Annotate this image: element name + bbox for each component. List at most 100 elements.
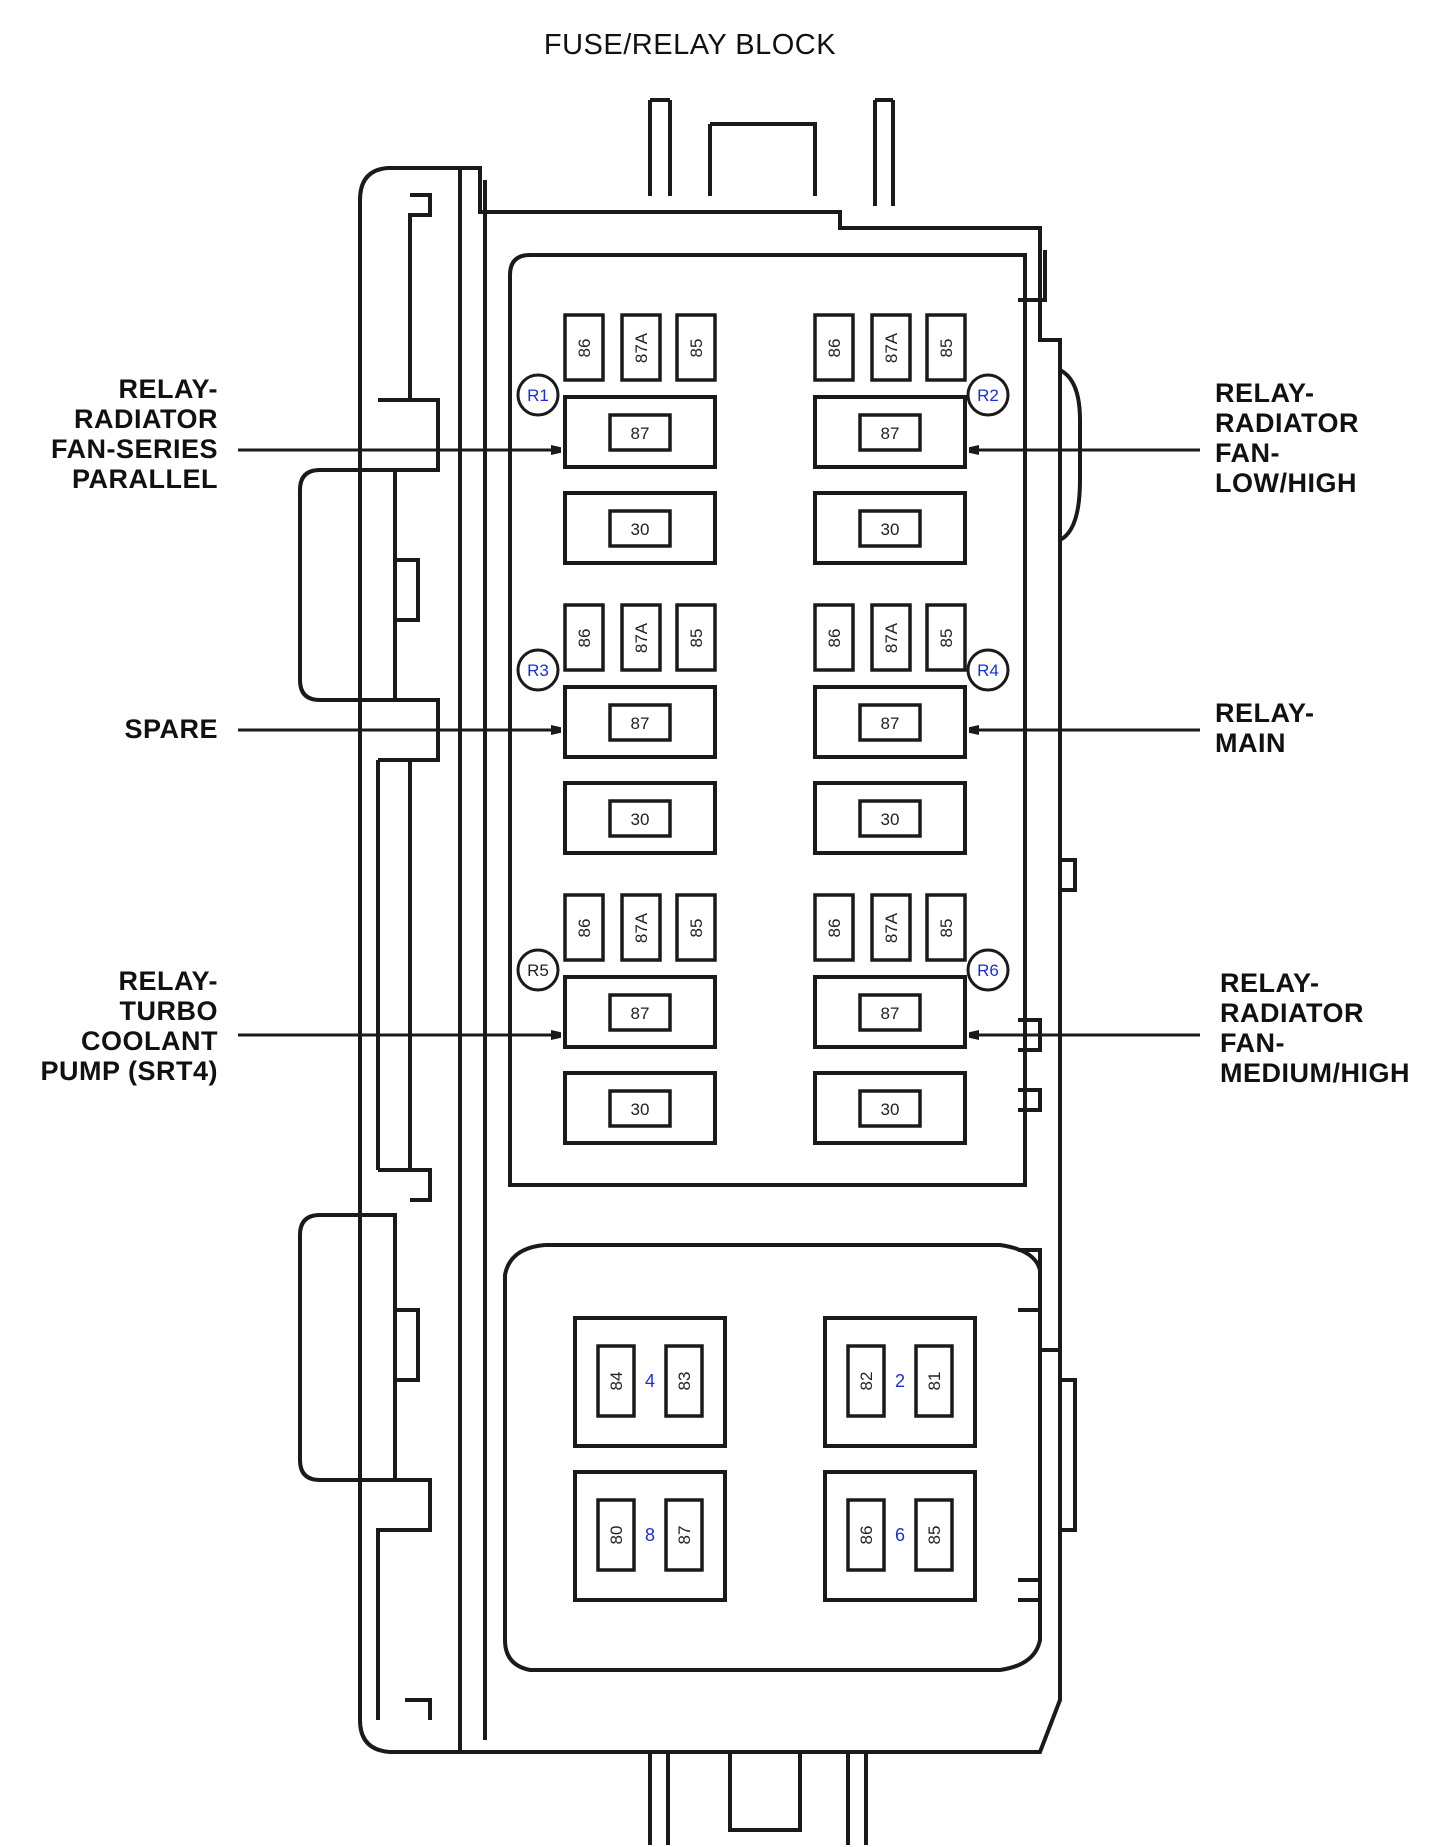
relay-tag-circle <box>516 648 560 692</box>
callout-line: FAN-SERIES <box>51 434 218 464</box>
callout-line: RELAY- <box>118 374 218 404</box>
relay-30-pin <box>858 1089 922 1128</box>
fuse-pin-right <box>914 1344 954 1418</box>
fuse-pin-left <box>596 1344 636 1418</box>
relay-30-label: 30 <box>881 520 900 539</box>
relay-pin-label: 85 <box>937 919 956 938</box>
relay-pin-label: 85 <box>687 629 706 648</box>
relay-pin-label: 86 <box>575 629 594 648</box>
callout-line: MEDIUM/HIGH <box>1220 1058 1410 1088</box>
relay-tag: R2 <box>977 386 999 405</box>
callout-line: MAIN <box>1215 728 1286 758</box>
relay-30-socket <box>563 781 717 855</box>
relay-87-socket <box>813 395 967 469</box>
callout-line: RELAY- <box>118 966 218 996</box>
fuse-pin-left-label: 84 <box>607 1372 626 1391</box>
callout-line: LOW/HIGH <box>1215 468 1357 498</box>
callout-line: RADIATOR <box>1215 408 1359 438</box>
relay-87-label: 87 <box>881 714 900 733</box>
fuse-number: 6 <box>895 1525 905 1545</box>
relay-pin-87A <box>620 603 662 672</box>
relay-pin-85 <box>925 893 967 962</box>
fuse-socket <box>823 1316 977 1448</box>
relay-pin-label: 86 <box>825 629 844 648</box>
relay-pin-85 <box>675 313 717 382</box>
relay-87-label: 87 <box>631 714 650 733</box>
relay-pin-label: 86 <box>825 339 844 358</box>
relay-pin-85 <box>925 603 967 672</box>
relay-pin-label: 85 <box>687 919 706 938</box>
relay-87-pin <box>858 703 922 742</box>
fuse-pin-right <box>914 1498 954 1572</box>
relay-tag: R3 <box>527 661 549 680</box>
fuse-pin-right-label: 87 <box>675 1526 694 1545</box>
callout-r4: RELAY-MAIN <box>970 698 1314 758</box>
relay-pin-86 <box>563 313 605 382</box>
callout-line: COOLANT <box>81 1026 218 1056</box>
relay-87-pin <box>608 413 672 452</box>
relay-30-label: 30 <box>631 520 650 539</box>
relay-tag-circle <box>966 948 1010 992</box>
relay-tag-circle <box>516 948 560 992</box>
relay-pin-label: 85 <box>937 629 956 648</box>
relay-87-label: 87 <box>881 1004 900 1023</box>
fuse-socket <box>573 1316 727 1448</box>
relay-tag: R1 <box>527 386 549 405</box>
relay-pin-label: 86 <box>825 919 844 938</box>
relay-30-socket <box>563 491 717 565</box>
fuse-number: 2 <box>895 1371 905 1391</box>
relay-pin-label: 87A <box>632 912 651 943</box>
relay-30-socket <box>813 1071 967 1145</box>
fuse-pin-right <box>664 1344 704 1418</box>
relay-pin-86 <box>563 603 605 672</box>
fuse-socket <box>823 1470 977 1602</box>
relay-pin-label: 87A <box>632 622 651 653</box>
relay-87-pin <box>858 413 922 452</box>
fuse-pin-left <box>846 1498 886 1572</box>
relay-87-socket <box>563 395 717 469</box>
relay-pin-87A <box>620 313 662 382</box>
fuse-pin-left-label: 80 <box>607 1526 626 1545</box>
relay-pin-86 <box>813 603 855 672</box>
relay-pin-86 <box>563 893 605 962</box>
relay-87-socket <box>813 685 967 759</box>
fuse-pin-left-label: 86 <box>857 1526 876 1545</box>
relay-87-label: 87 <box>881 424 900 443</box>
relay-pin-label: 87A <box>882 332 901 363</box>
relay-87-socket <box>563 975 717 1049</box>
relay-pin-label: 87A <box>882 912 901 943</box>
fuse-number: 4 <box>645 1371 655 1391</box>
fuse-pin-right-label: 81 <box>925 1372 944 1391</box>
diagram-title: FUSE/RELAY BLOCK <box>544 29 836 61</box>
relay-tag-circle <box>966 373 1010 417</box>
relay-pin-86 <box>813 313 855 382</box>
callout-line: RADIATOR <box>74 404 218 434</box>
callout-line: RELAY- <box>1215 378 1315 408</box>
fuse-pin-left-label: 82 <box>857 1372 876 1391</box>
relay-30-socket <box>813 491 967 565</box>
callout-line: FAN- <box>1215 438 1280 468</box>
relay-pin-87A <box>870 893 912 962</box>
callout-group: RELAY-RADIATORFAN-SERIESPARALLELRELAY-RA… <box>40 374 1410 1088</box>
relay-pin-label: 87A <box>882 622 901 653</box>
relay-87-pin <box>608 993 672 1032</box>
callout-r3: SPARE <box>124 714 560 744</box>
relay-tag-circle <box>966 648 1010 692</box>
relay-tag: R4 <box>977 661 999 680</box>
relay-pin-label: 85 <box>687 339 706 358</box>
relay-pin-label: 86 <box>575 339 594 358</box>
relay-87-pin <box>608 703 672 742</box>
relay-87-socket <box>813 975 967 1049</box>
callout-line: TURBO <box>120 996 219 1026</box>
